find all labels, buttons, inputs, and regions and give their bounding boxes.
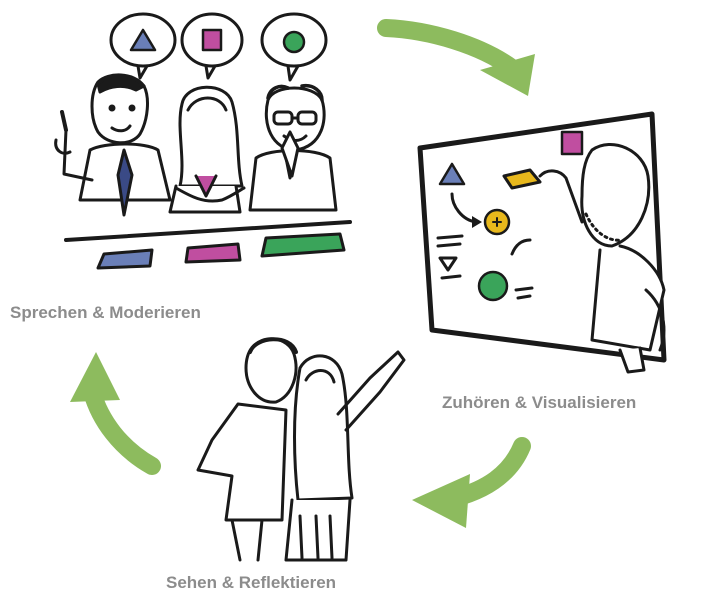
- tablet-green: [260, 232, 346, 258]
- square-icon: [201, 28, 223, 52]
- thought-bubble-square: [180, 12, 244, 80]
- table-edge: [64, 220, 352, 242]
- tablet-pink: [184, 242, 242, 264]
- label-step-visualizing: Zuhören & Visualisieren: [442, 393, 636, 412]
- thought-bubble-circle: [260, 12, 328, 82]
- cycle-arrow-left: [70, 352, 161, 475]
- whiteboard-square: [560, 130, 584, 156]
- scene-speaking: [54, 12, 352, 270]
- triangle-icon: [129, 28, 157, 52]
- person-listener-middle: [168, 85, 246, 214]
- person-viewer-man: [196, 337, 298, 562]
- person-speaker-left: [54, 73, 172, 217]
- label-step-reflecting: Sehen & Reflektieren: [166, 573, 336, 592]
- person-visualizer: [502, 143, 666, 374]
- person-viewer-woman: [284, 350, 406, 562]
- thought-bubble-triangle: [109, 12, 177, 80]
- label-step-speaking: Sprechen & Moderieren: [10, 303, 201, 322]
- tablet-blue: [96, 248, 154, 270]
- scene-visualizing: [417, 111, 667, 374]
- cycle-arrow-right: [412, 437, 531, 528]
- circle-icon: [282, 30, 306, 54]
- cycle-arrow-top: [377, 19, 535, 96]
- whiteboard-triangle: [438, 162, 466, 186]
- person-listener-right: [248, 83, 338, 212]
- scene-reflecting: [196, 337, 406, 562]
- whiteboard-circle: [477, 270, 509, 302]
